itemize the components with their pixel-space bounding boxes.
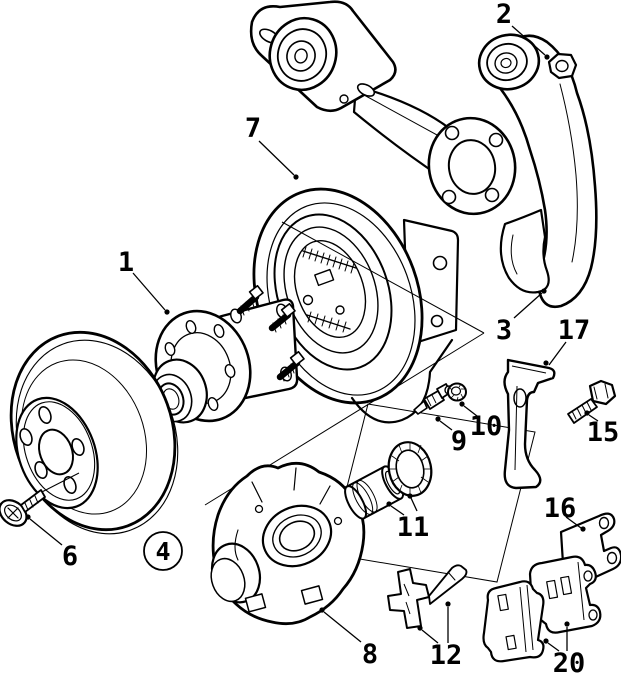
part-label-7: 7 (245, 113, 261, 144)
mounting-nut (547, 52, 578, 80)
guide-pin (428, 564, 468, 605)
hub-bolts (236, 284, 305, 382)
brake-pad-outer (482, 580, 545, 663)
bushing-bracket (249, 0, 397, 113)
knuckle-casting (352, 33, 598, 309)
disc-retaining-screw (0, 489, 46, 527)
brake-caliper (210, 462, 366, 626)
leader-lines (29, 25, 599, 652)
part-label-20: 20 (553, 648, 586, 679)
brake-pad-inner (528, 555, 602, 634)
part-label-15: 15 (587, 417, 620, 448)
bleeder-screw (413, 383, 454, 415)
part-label-3: 3 (496, 315, 512, 346)
brake-backing-plate (252, 187, 460, 424)
group-marker-4: 4 (143, 531, 183, 571)
group-marker-circle (143, 531, 183, 571)
brake-disc (9, 330, 179, 535)
part-label-12: 12 (430, 640, 463, 671)
bleeder-cap (447, 382, 467, 402)
part-label-11: 11 (397, 512, 430, 543)
piston-seal (387, 441, 433, 497)
part-label-16: 16 (544, 493, 577, 524)
wheel-hub (151, 284, 305, 424)
part-label-10: 10 (470, 411, 503, 442)
part-label-4: 4 (155, 537, 170, 566)
carrier-bolt (567, 379, 617, 424)
part-label-17: 17 (558, 315, 591, 346)
caliper-carrier-bracket (503, 358, 556, 490)
part-label-1: 1 (118, 247, 134, 278)
part-label-6: 6 (62, 541, 78, 572)
part-label-8: 8 (362, 639, 378, 670)
part-label-9: 9 (451, 426, 467, 457)
part-label-2: 2 (496, 0, 512, 30)
leader-dots (25, 54, 590, 644)
